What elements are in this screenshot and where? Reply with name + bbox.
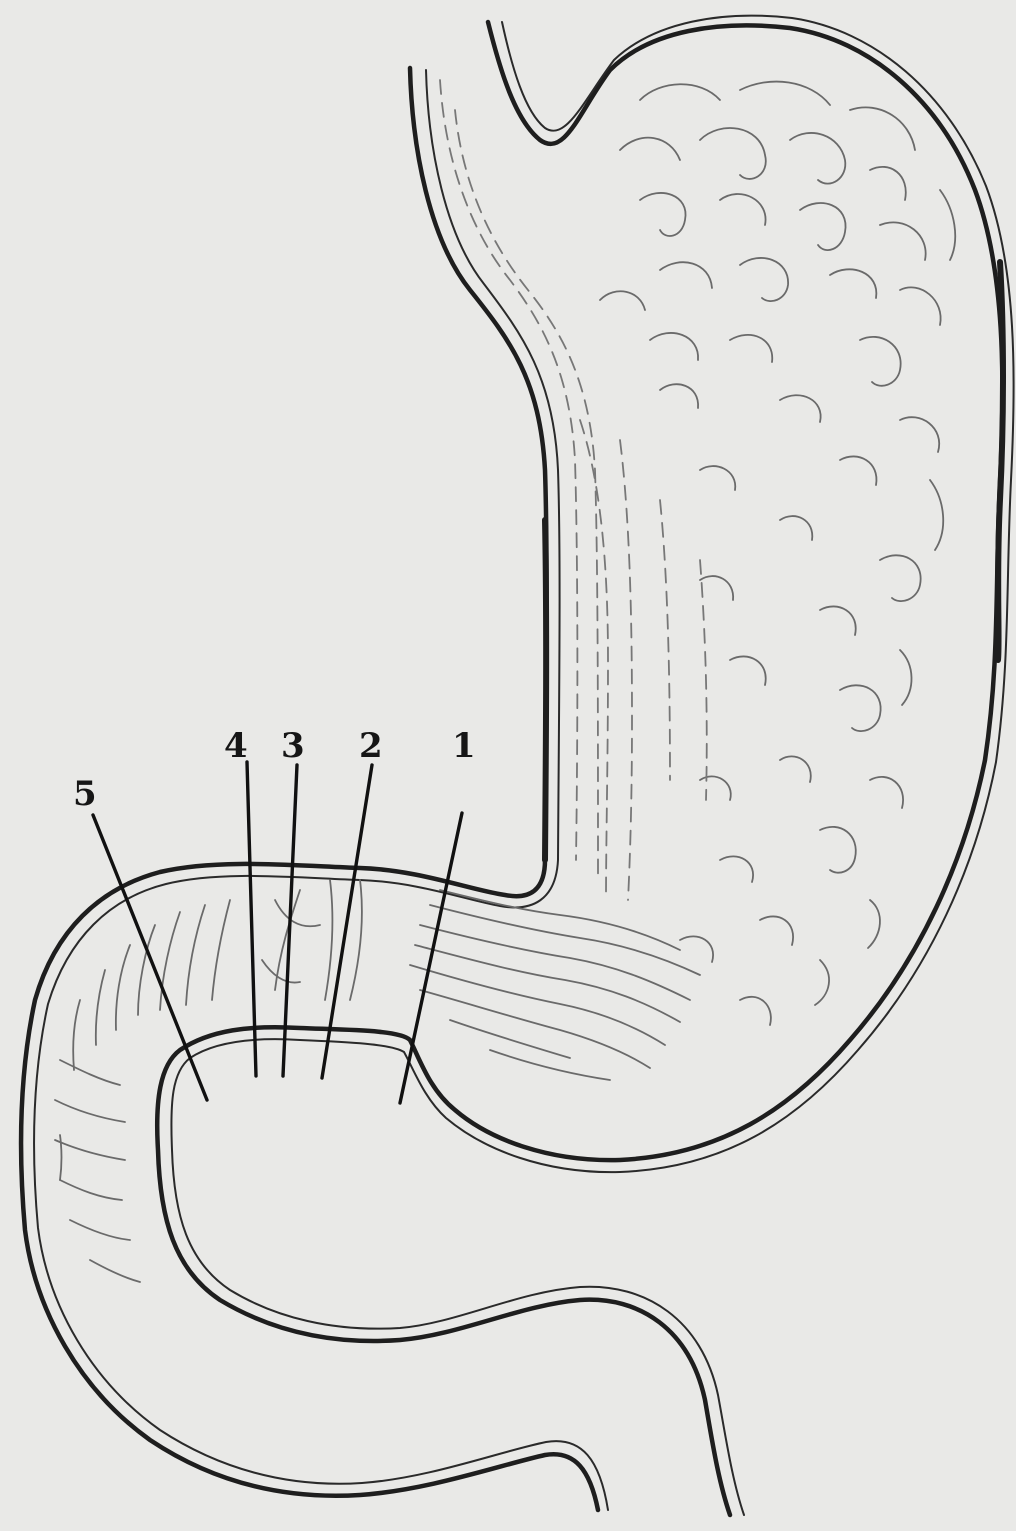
stomach-outline xyxy=(21,16,1014,1515)
greater-curvature-outer xyxy=(157,22,1002,1515)
figure-labels: 1 2 3 4 5 xyxy=(73,726,476,814)
label-4: 4 xyxy=(224,726,248,766)
lesser-curvature-shade xyxy=(545,520,546,860)
lesser-curvature-inner xyxy=(34,70,608,1510)
leader-line-1 xyxy=(400,813,462,1103)
gastric-rugae xyxy=(600,82,955,1025)
label-2: 2 xyxy=(359,726,383,766)
label-3: 3 xyxy=(281,726,305,766)
leader-lines xyxy=(93,762,462,1103)
label-1: 1 xyxy=(452,726,476,766)
label-5: 5 xyxy=(73,774,97,814)
leader-line-5 xyxy=(93,815,207,1100)
longitudinal-folds xyxy=(55,80,707,1282)
lesser-curvature-outer xyxy=(21,68,598,1510)
